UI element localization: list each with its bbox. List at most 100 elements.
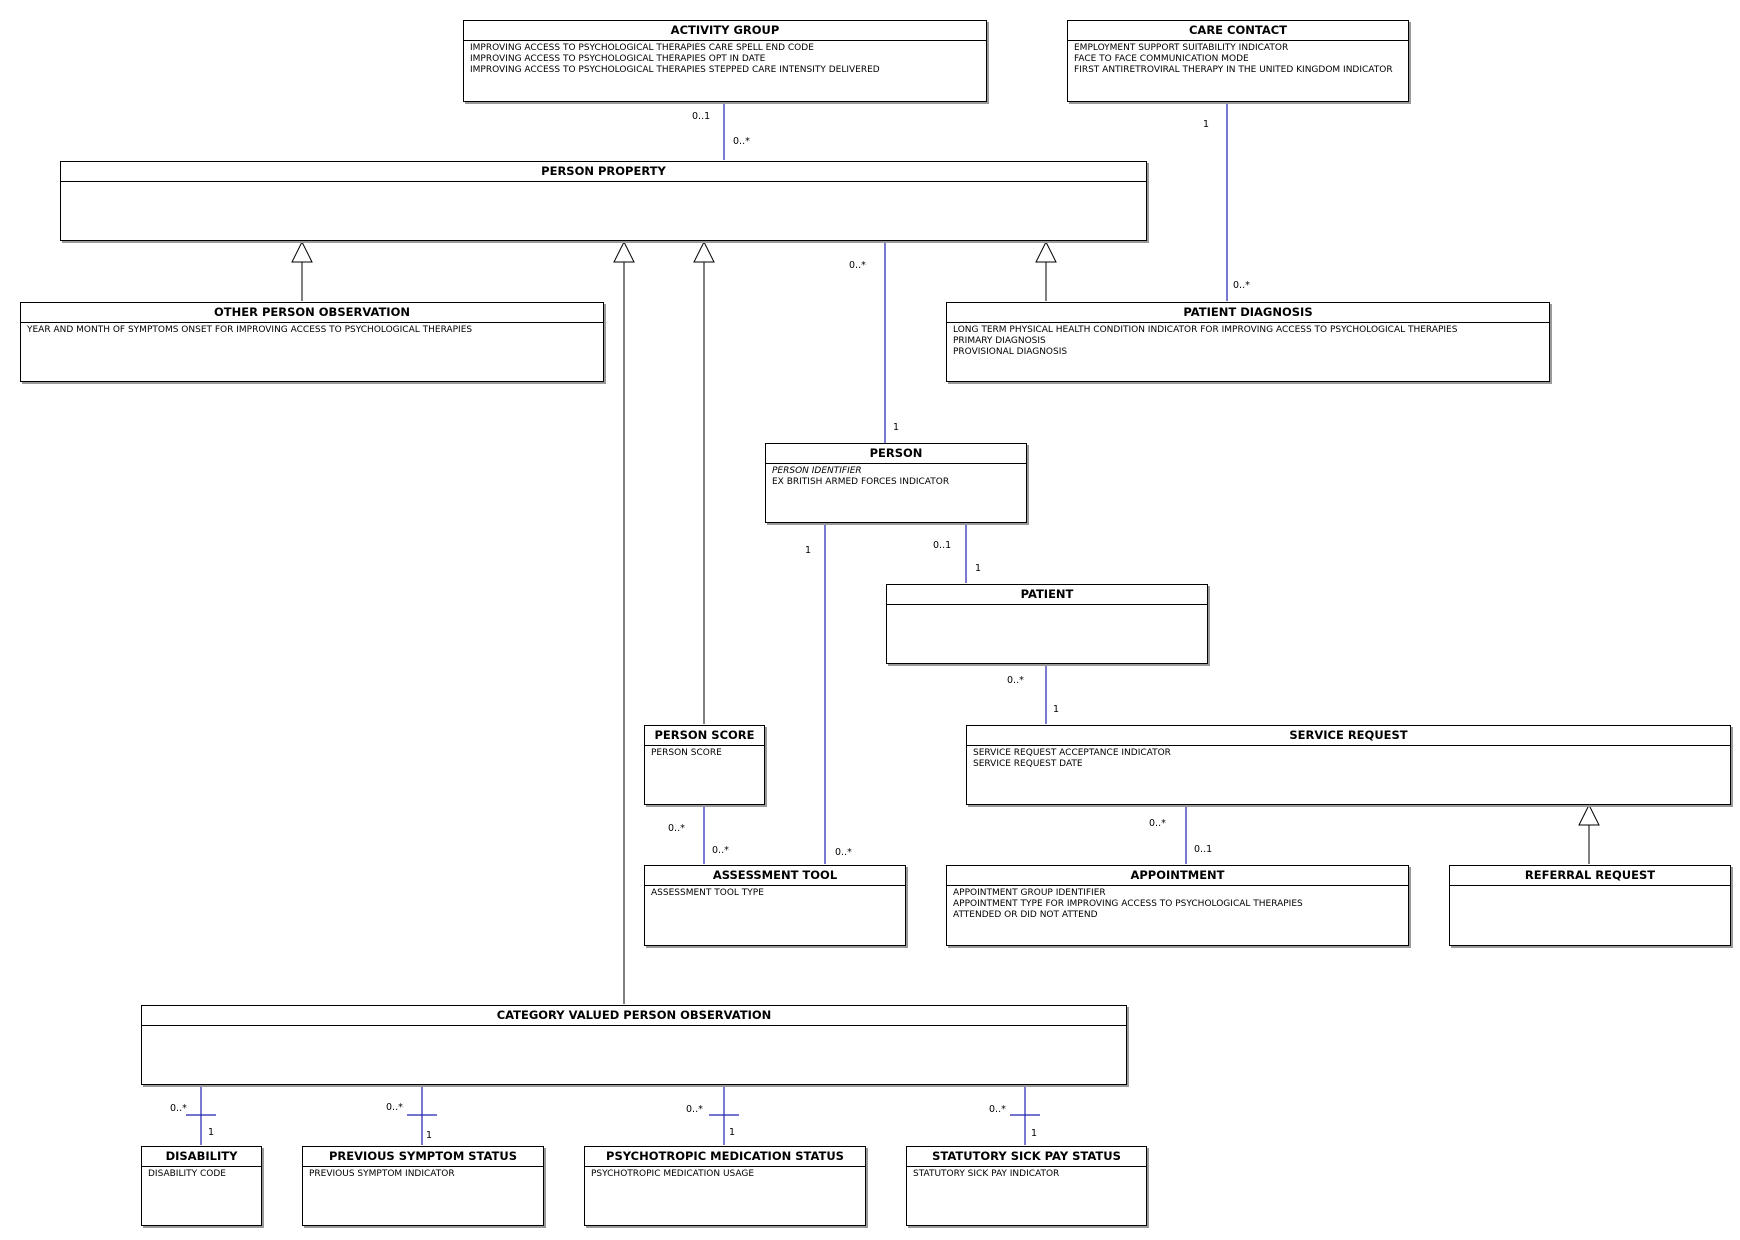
entity-title: PERSON SCORE <box>645 726 764 746</box>
entity-attributes <box>1450 886 1730 890</box>
entity-title: SERVICE REQUEST <box>967 726 1730 746</box>
mult-service-to-appointment: 0..* <box>1149 818 1166 829</box>
entity-previous-symptom-status[interactable]: PREVIOUS SYMPTOM STATUS PREVIOUS SYMPTOM… <box>302 1146 544 1226</box>
mult-service-from-patient: 1 <box>1053 704 1060 715</box>
mult-cvpo-to-psychotropic: 0..* <box>686 1104 703 1115</box>
entity-attribute: FIRST ANTIRETROVIRAL THERAPY IN THE UNIT… <box>1074 65 1393 75</box>
entity-title: PATIENT <box>887 585 1207 605</box>
gen-person-score-arrow <box>693 240 715 263</box>
entity-attributes: IMPROVING ACCESS TO PSYCHOLOGICAL THERAP… <box>464 41 986 78</box>
mult-tool-from-score: 0..* <box>712 845 729 856</box>
entity-title: APPOINTMENT <box>947 866 1408 886</box>
entity-title: PERSON PROPERTY <box>61 162 1146 182</box>
entity-attribute: PERSON SCORE <box>651 748 722 758</box>
entity-attribute: IMPROVING ACCESS TO PSYCHOLOGICAL THERAP… <box>470 54 766 64</box>
entity-title: DISABILITY <box>142 1147 261 1167</box>
entity-care-contact[interactable]: CARE CONTACT EMPLOYMENT SUPPORT SUITABIL… <box>1067 20 1409 102</box>
entity-attributes <box>142 1026 1126 1030</box>
entity-other-person-observation[interactable]: OTHER PERSON OBSERVATION YEAR AND MONTH … <box>20 302 604 382</box>
entity-patient-diagnosis[interactable]: PATIENT DIAGNOSIS LONG TERM PHYSICAL HEA… <box>946 302 1550 382</box>
entity-attribute: EX BRITISH ARMED FORCES INDICATOR <box>772 477 950 487</box>
entity-attribute: APPOINTMENT TYPE FOR IMPROVING ACCESS TO… <box>953 899 1303 909</box>
entity-attributes: EMPLOYMENT SUPPORT SUITABILITY INDICATOR… <box>1068 41 1408 78</box>
entity-attribute: DISABILITY CODE <box>148 1169 226 1179</box>
entity-person-property[interactable]: PERSON PROPERTY <box>60 161 1147 241</box>
entity-attribute: ASSESSMENT TOOL TYPE <box>651 888 764 898</box>
entity-attributes: STATUTORY SICK PAY INDICATOR <box>907 1167 1146 1182</box>
mult-disability-end: 1 <box>208 1127 215 1138</box>
mult-sick-pay-end: 1 <box>1031 1128 1038 1139</box>
mult-person-property-from-activity: 0..* <box>733 136 750 147</box>
mult-cvpo-to-previous: 0..* <box>386 1102 403 1113</box>
entity-title: PATIENT DIAGNOSIS <box>947 303 1549 323</box>
entity-referral-request[interactable]: REFERRAL REQUEST <box>1449 865 1731 946</box>
entity-attributes: DISABILITY CODE <box>142 1167 261 1182</box>
mult-care-contact-end: 1 <box>1203 119 1210 130</box>
entity-attribute: SERVICE REQUEST DATE <box>973 759 1083 769</box>
entity-title: ASSESSMENT TOOL <box>645 866 905 886</box>
entity-title: CATEGORY VALUED PERSON OBSERVATION <box>142 1006 1126 1026</box>
gen-other-observation-arrow <box>291 240 313 263</box>
mult-psychotropic-end: 1 <box>729 1127 736 1138</box>
mult-activity-group-end: 0..1 <box>692 111 711 122</box>
mult-person-from-property: 1 <box>893 422 900 433</box>
mult-person-to-assessment: 1 <box>805 545 812 556</box>
mult-patient-diagnosis-from-care: 0..* <box>1233 280 1250 291</box>
entity-attributes: LONG TERM PHYSICAL HEALTH CONDITION INDI… <box>947 323 1549 360</box>
entity-title: PSYCHOTROPIC MEDICATION STATUS <box>585 1147 865 1167</box>
entity-title: ACTIVITY GROUP <box>464 21 986 41</box>
entity-attribute: PREVIOUS SYMPTOM INDICATOR <box>309 1169 455 1179</box>
entity-attribute: PERSON IDENTIFIER <box>772 466 862 476</box>
mult-person-score-to-tool: 0..* <box>668 823 685 834</box>
mult-cvpo-to-sick-pay: 0..* <box>989 1104 1006 1115</box>
mult-tool-from-person: 0..* <box>835 847 852 858</box>
entity-attributes: PSYCHOTROPIC MEDICATION USAGE <box>585 1167 865 1182</box>
entity-title: CARE CONTACT <box>1068 21 1408 41</box>
entity-attribute: PSYCHOTROPIC MEDICATION USAGE <box>591 1169 755 1179</box>
entity-attribute: PRIMARY DIAGNOSIS <box>953 336 1046 346</box>
entity-category-valued-person-observation[interactable]: CATEGORY VALUED PERSON OBSERVATION <box>141 1005 1127 1085</box>
entity-attribute: SERVICE REQUEST ACCEPTANCE INDICATOR <box>973 748 1171 758</box>
entity-attribute: IMPROVING ACCESS TO PSYCHOLOGICAL THERAP… <box>470 65 880 75</box>
entity-assessment-tool[interactable]: ASSESSMENT TOOL ASSESSMENT TOOL TYPE <box>644 865 906 946</box>
entity-attribute: EMPLOYMENT SUPPORT SUITABILITY INDICATOR <box>1074 43 1289 53</box>
mult-cvpo-to-disability: 0..* <box>170 1103 187 1114</box>
gen-category-valued-arrow <box>613 240 635 263</box>
entity-title: PERSON <box>766 444 1026 464</box>
mult-person-to-patient: 0..1 <box>933 540 952 551</box>
entity-title: OTHER PERSON OBSERVATION <box>21 303 603 323</box>
mult-person-property-to-person: 0..* <box>849 260 866 271</box>
entity-attribute: APPOINTMENT GROUP IDENTIFIER <box>953 888 1106 898</box>
entity-attributes: ASSESSMENT TOOL TYPE <box>645 886 905 901</box>
entity-appointment[interactable]: APPOINTMENT APPOINTMENT GROUP IDENTIFIER… <box>946 865 1409 946</box>
mult-patient-from-person: 1 <box>975 563 982 574</box>
entity-title: PREVIOUS SYMPTOM STATUS <box>303 1147 543 1167</box>
entity-person-score[interactable]: PERSON SCORE PERSON SCORE <box>644 725 765 805</box>
entity-attributes <box>61 182 1146 186</box>
entity-attributes: YEAR AND MONTH OF SYMPTOMS ONSET FOR IMP… <box>21 323 603 338</box>
mult-appointment-from-service: 0..1 <box>1194 844 1213 855</box>
entity-attribute: IMPROVING ACCESS TO PSYCHOLOGICAL THERAP… <box>470 43 814 53</box>
entity-attribute: STATUTORY SICK PAY INDICATOR <box>913 1169 1060 1179</box>
entity-patient[interactable]: PATIENT <box>886 584 1208 664</box>
entity-activity-group[interactable]: ACTIVITY GROUP IMPROVING ACCESS TO PSYCH… <box>463 20 987 102</box>
entity-disability[interactable]: DISABILITY DISABILITY CODE <box>141 1146 262 1226</box>
mult-previous-end: 1 <box>426 1130 433 1141</box>
entity-attributes <box>887 605 1207 609</box>
entity-statutory-sick-pay-status[interactable]: STATUTORY SICK PAY STATUS STATUTORY SICK… <box>906 1146 1147 1226</box>
entity-attribute: YEAR AND MONTH OF SYMPTOMS ONSET FOR IMP… <box>27 325 473 335</box>
entity-attribute: PROVISIONAL DIAGNOSIS <box>953 347 1068 357</box>
entity-service-request[interactable]: SERVICE REQUEST SERVICE REQUEST ACCEPTAN… <box>966 725 1731 805</box>
entity-attributes: PERSON SCORE <box>645 746 764 761</box>
entity-attribute: LONG TERM PHYSICAL HEALTH CONDITION INDI… <box>953 325 1458 335</box>
entity-title: REFERRAL REQUEST <box>1450 866 1730 886</box>
mult-patient-to-service: 0..* <box>1007 675 1024 686</box>
entity-psychotropic-medication-status[interactable]: PSYCHOTROPIC MEDICATION STATUS PSYCHOTRO… <box>584 1146 866 1226</box>
entity-title: STATUTORY SICK PAY STATUS <box>907 1147 1146 1167</box>
entity-attributes: PREVIOUS SYMPTOM INDICATOR <box>303 1167 543 1182</box>
